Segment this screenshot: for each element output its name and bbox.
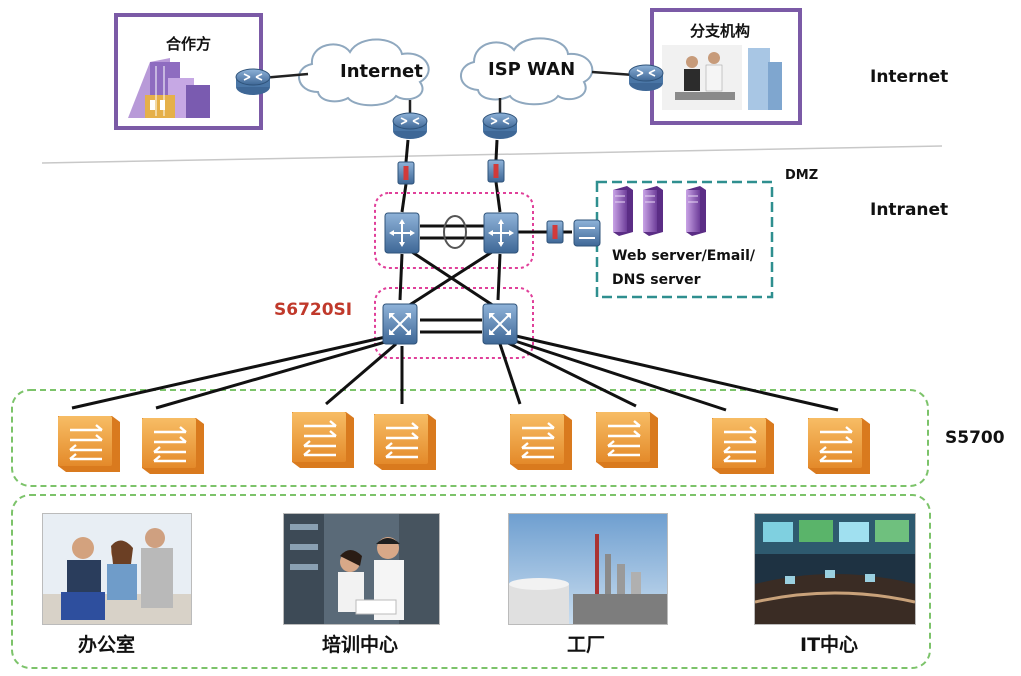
training-center-photo: [283, 513, 440, 625]
it-center-photo: [754, 513, 916, 625]
uplinks: [400, 139, 502, 213]
access-downlinks: [71, 334, 839, 412]
aggregation-switch-icon: [382, 303, 418, 345]
cloud-icon: [460, 37, 594, 106]
access-switch-icon: [710, 416, 776, 476]
internet-cloud-label: Internet: [340, 61, 423, 82]
router-icon: [392, 112, 428, 140]
firewall-icon: [546, 220, 564, 244]
server-switch-icon: [573, 219, 601, 247]
cloud-icon: [298, 38, 430, 107]
access-switch-icon: [806, 416, 872, 476]
link-aggregation-ring: [443, 215, 467, 249]
access-switch-icon: [508, 412, 574, 472]
server-icon: [642, 185, 664, 237]
access-switch-icon: [56, 414, 122, 474]
partner-label: 合作方: [166, 35, 212, 53]
firewall-icon: [397, 161, 415, 185]
dmz-servers-line2: DNS server: [612, 272, 701, 288]
access-switch-icon: [290, 410, 356, 470]
factory-photo: [508, 513, 668, 625]
aggregation-switch-icon: [482, 303, 518, 345]
router-icon: [628, 64, 664, 92]
site-label-it-center: IT中心: [800, 634, 859, 656]
site-label-factory: 工厂: [567, 634, 606, 656]
access-layer-frame: [11, 389, 929, 487]
zone-label-intranet: Intranet: [870, 200, 949, 220]
aggregation-label: S6720SI: [274, 300, 353, 320]
firewall-icon: [487, 159, 505, 183]
dmz-frame: [595, 180, 774, 299]
branch-office-image: [662, 45, 782, 110]
access-switch-icon: [594, 410, 660, 470]
access-switch-icon: [140, 416, 206, 476]
isp-wan-cloud-label: ISP WAN: [488, 59, 576, 80]
server-icon: [612, 185, 634, 237]
site-label-training-center: 培训中心: [322, 634, 399, 656]
zone-label-access: S5700: [945, 428, 1005, 448]
access-switch-icon: [372, 412, 438, 472]
core-switch-icon: [384, 212, 420, 254]
site-label-office: 办公室: [78, 634, 136, 656]
router-icon: [235, 68, 271, 96]
dmz-label: DMZ: [785, 168, 819, 183]
zone-divider: [41, 145, 943, 164]
office-photo: [42, 513, 192, 625]
site-layer-frame: [11, 494, 931, 669]
zone-label-internet: Internet: [870, 67, 949, 87]
router-icon: [482, 112, 518, 140]
dmz-servers-line1: Web server/Email/: [612, 248, 756, 264]
server-icon: [685, 185, 707, 237]
branch-label: 分支机构: [690, 22, 751, 40]
core-interconnect: [398, 224, 572, 334]
core-switch-icon: [483, 212, 519, 254]
partner-building-image: [128, 58, 210, 118]
